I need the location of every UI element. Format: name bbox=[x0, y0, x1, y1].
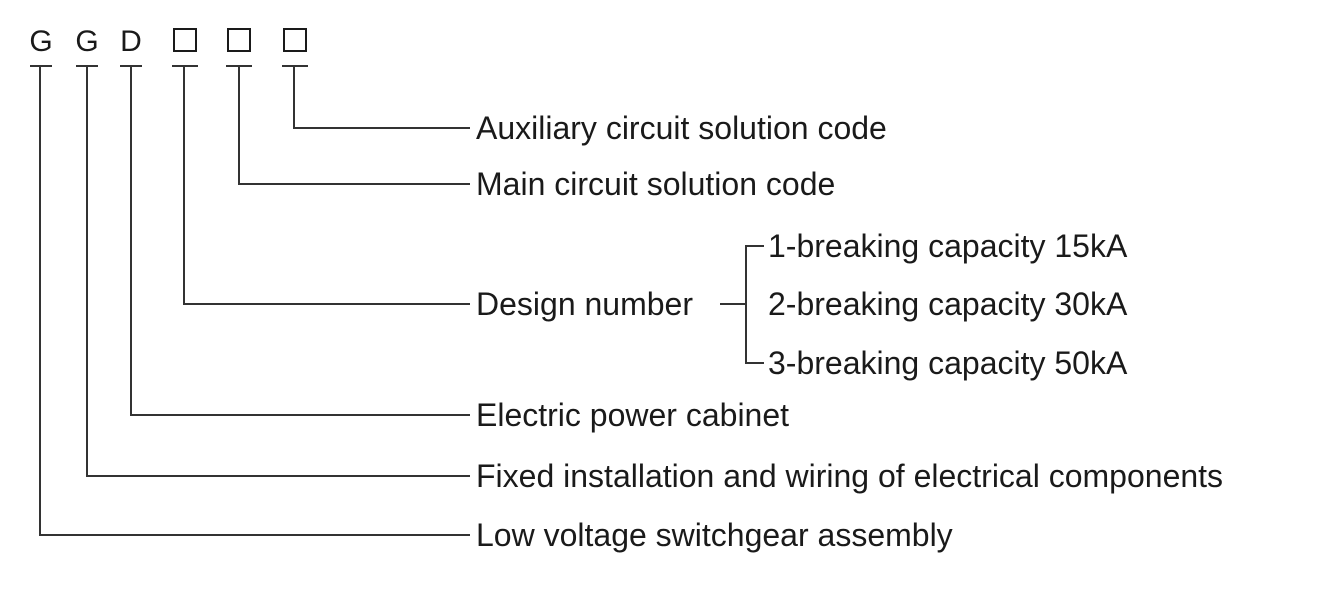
label-main-circuit-code: Main circuit solution code bbox=[476, 166, 836, 202]
label-low-voltage-switchgear: Low voltage switchgear assembly bbox=[476, 517, 953, 553]
code-letter-g-1: G bbox=[29, 25, 53, 58]
label-auxiliary-circuit-code: Auxiliary circuit solution code bbox=[476, 110, 887, 146]
leader-design-number bbox=[183, 66, 470, 305]
code-placeholder-box-1 bbox=[173, 28, 197, 52]
code-letter-g-2: G bbox=[75, 25, 99, 58]
code-letter-d: D bbox=[120, 25, 142, 58]
leader-power-cabinet bbox=[130, 66, 470, 416]
option-breaking-capacity-50ka: 3-breaking capacity 50kA bbox=[768, 345, 1128, 381]
code-placeholder-box-2 bbox=[227, 28, 251, 52]
option-breaking-capacity-15ka: 1-breaking capacity 15kA bbox=[768, 228, 1128, 264]
label-fixed-installation: Fixed installation and wiring of electri… bbox=[476, 458, 1224, 494]
leader-main-circuit bbox=[238, 66, 470, 185]
label-design-number: Design number bbox=[476, 286, 693, 322]
leader-low-voltage bbox=[39, 66, 470, 536]
code-placeholder-box-3 bbox=[283, 28, 307, 52]
option-breaking-capacity-30ka: 2-breaking capacity 30kA bbox=[768, 286, 1128, 322]
leader-auxiliary-circuit bbox=[293, 66, 470, 129]
option-bracket bbox=[745, 245, 764, 364]
label-electric-power-cabinet: Electric power cabinet bbox=[476, 397, 790, 433]
leader-fixed-installation bbox=[86, 66, 470, 477]
